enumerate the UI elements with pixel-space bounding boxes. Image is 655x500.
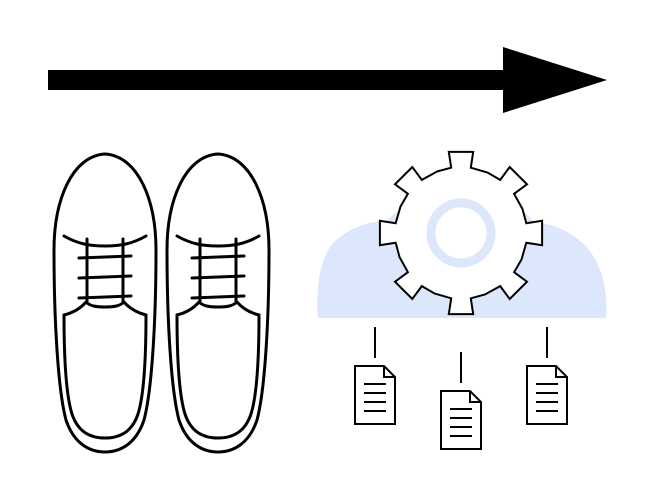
gear-icon — [378, 150, 544, 316]
arrow-right-icon — [48, 47, 607, 113]
document-icon-right — [526, 365, 568, 425]
connector-lines — [374, 327, 548, 383]
left-shoe-icon — [52, 152, 158, 454]
document-icon-left — [354, 365, 396, 425]
shoe-pair-icon — [52, 152, 271, 454]
right-shoe-icon — [165, 152, 271, 454]
document-icon — [354, 365, 568, 450]
document-icon-center — [440, 390, 482, 450]
